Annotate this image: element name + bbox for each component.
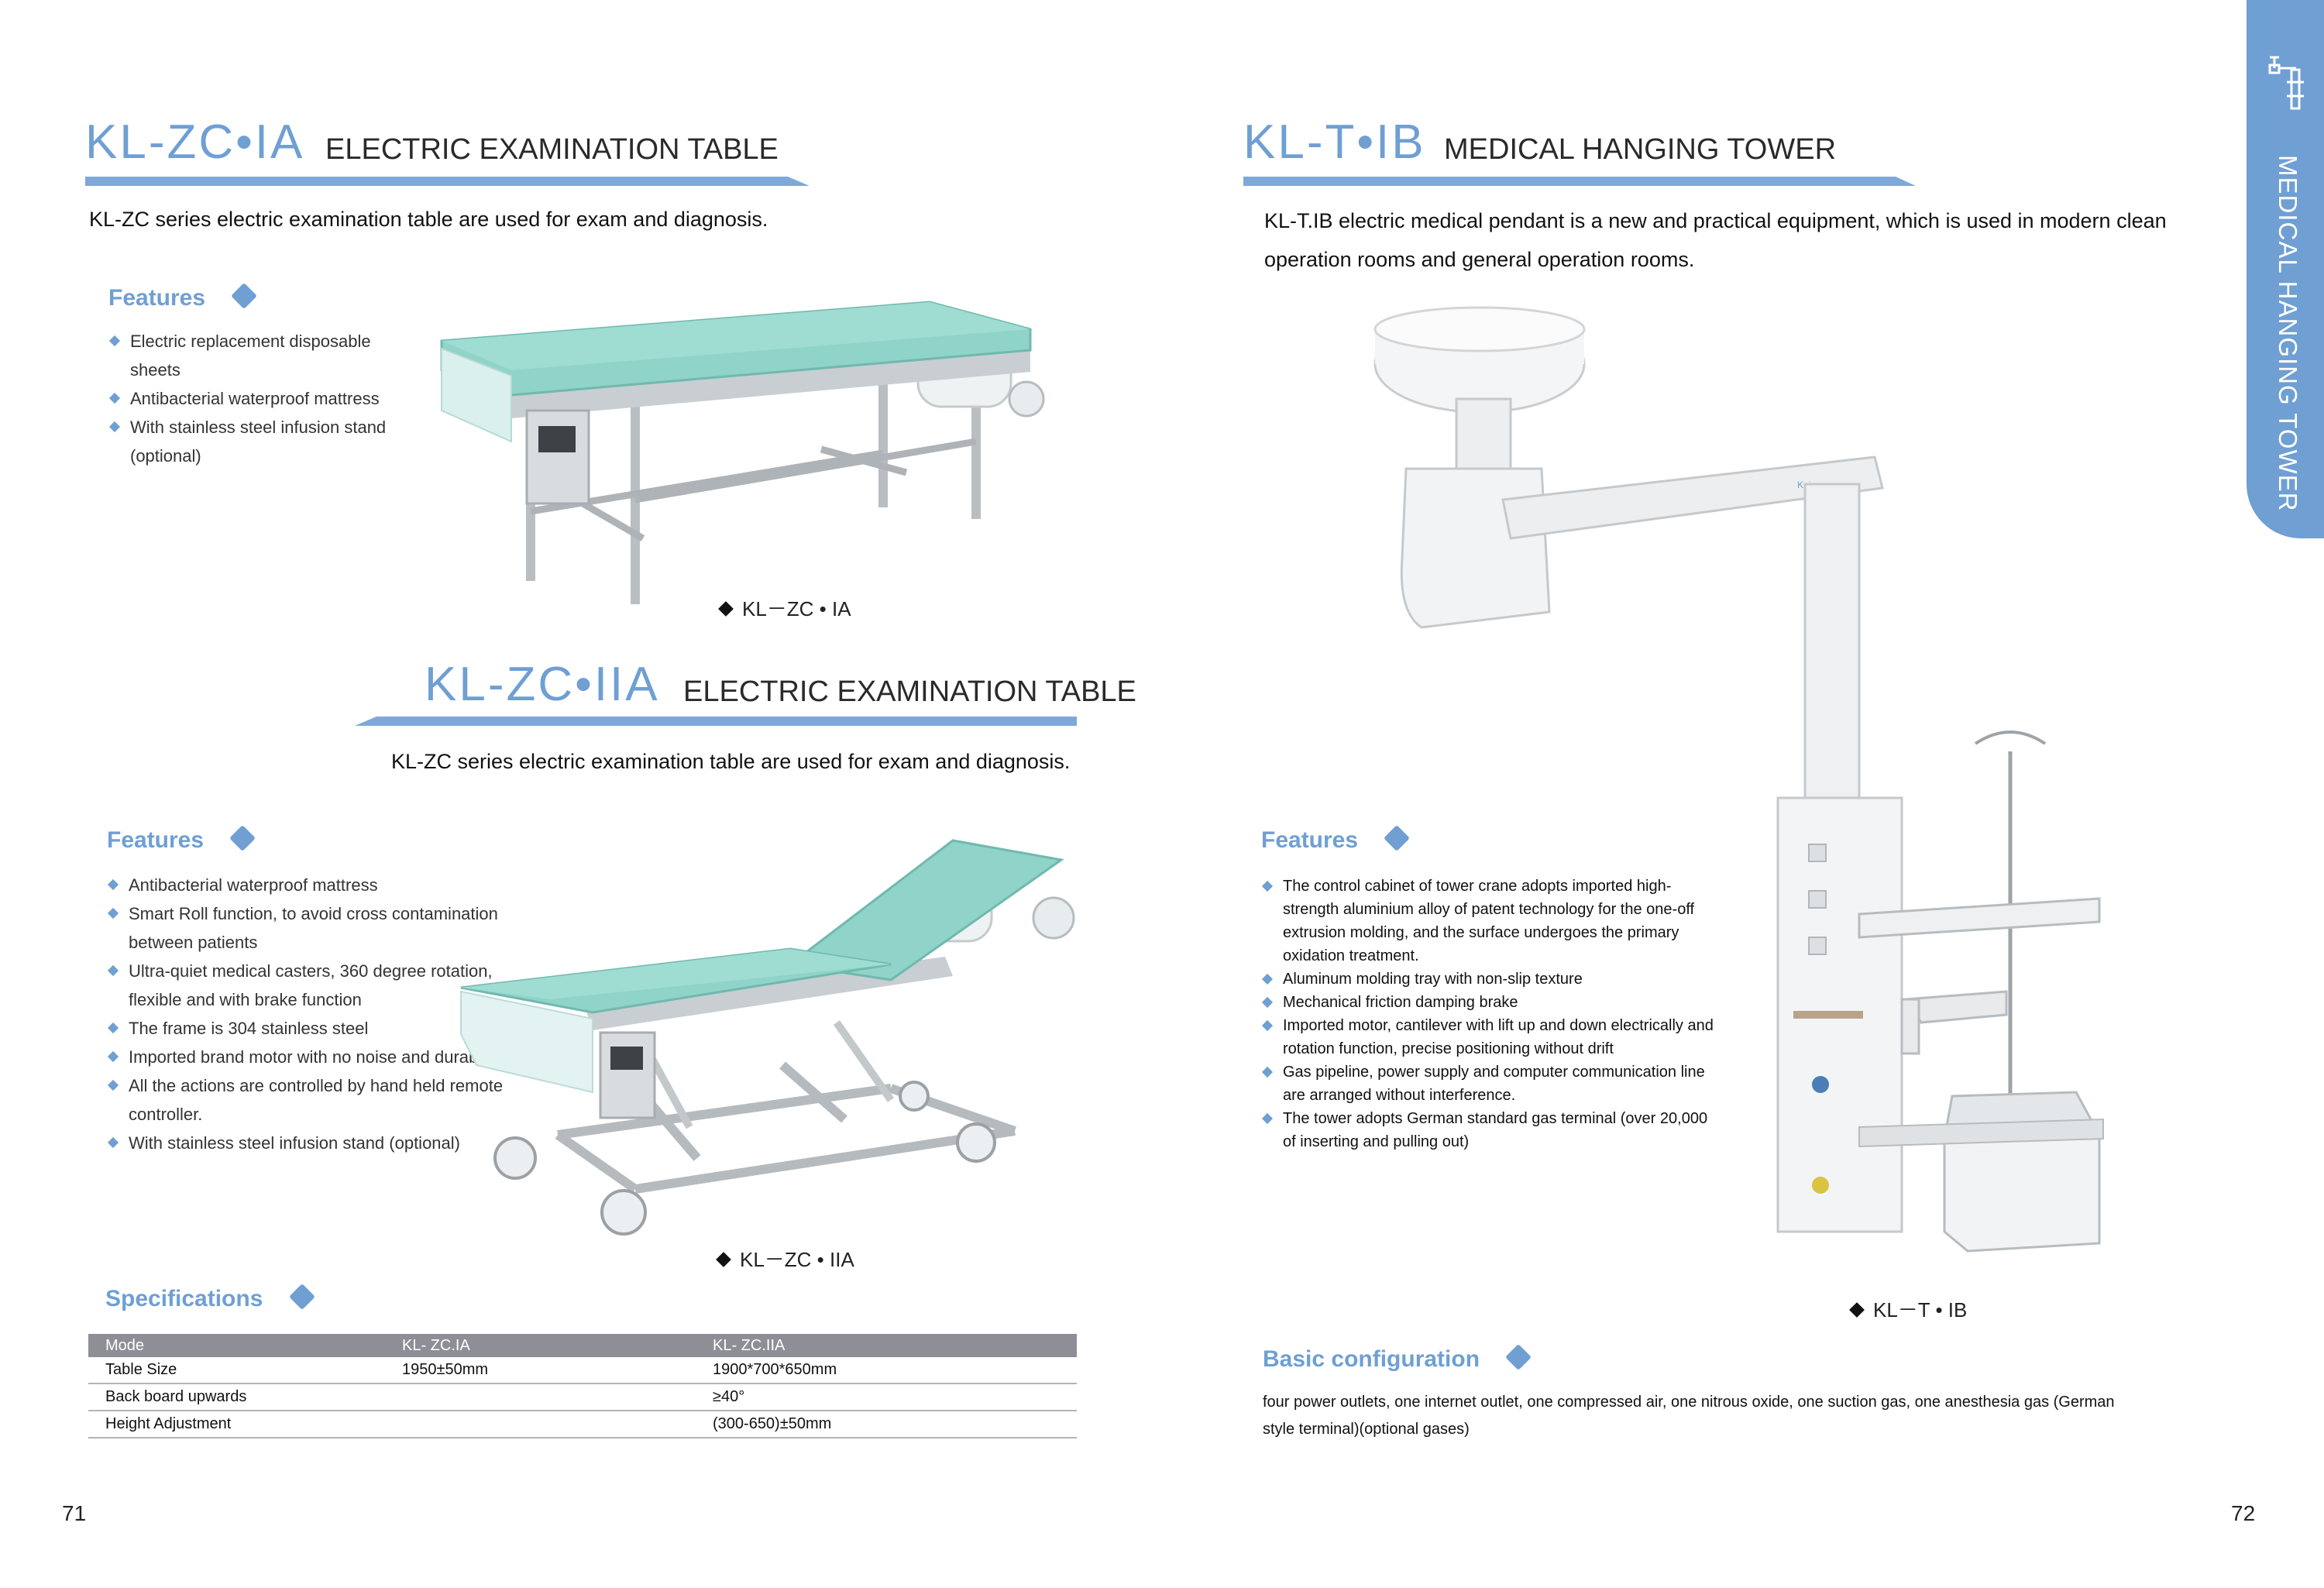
features-heading-label: Features	[108, 285, 206, 311]
caption-label: KL－ZC • IIA	[740, 1248, 854, 1271]
list-item: Ultra-quiet medical casters, 360 degree …	[107, 957, 525, 1014]
subtitle-t-ib: MEDICAL HANGING TOWER	[1444, 133, 1837, 166]
list-item: Antibacterial waterproof mattress	[108, 384, 403, 413]
table-cell: (300-650)±50mm	[696, 1411, 1077, 1438]
diamond-icon	[231, 283, 258, 309]
model-title-t-ib: KL-T•IB	[1243, 115, 1426, 169]
features-heading: Features	[107, 825, 256, 854]
table-row: Table Size 1950±50mm 1900*700*650mm	[88, 1357, 1077, 1384]
caption-label: KL－ZC • IA	[742, 597, 851, 620]
diamond-bullet-icon	[718, 601, 734, 617]
list-item: With stainless steel infusion stand (opt…	[108, 413, 403, 470]
caption-t-ib: KL－T • IB	[1849, 1294, 1968, 1323]
diamond-bullet-icon	[716, 1252, 731, 1267]
diamond-icon	[229, 825, 256, 851]
title-underline	[85, 177, 810, 186]
list-item: Smart Roll function, to avoid cross cont…	[107, 899, 525, 957]
basic-configuration-heading: Basic configuration	[1263, 1344, 1532, 1373]
table-cell: Table Size	[88, 1357, 385, 1384]
title-underline	[355, 717, 1077, 726]
table-cell: 1900*700*650mm	[696, 1357, 1077, 1384]
features-list-zc-iia: Antibacterial waterproof mattress Smart …	[107, 871, 525, 1157]
title-underline	[1243, 177, 1916, 186]
page-number-right: 72	[2231, 1501, 2256, 1525]
table-cell	[385, 1411, 696, 1438]
list-item: All the actions are controlled by hand h…	[107, 1071, 525, 1129]
caption-zc-ia: KL－ZC • IA	[718, 593, 851, 622]
table-cell	[385, 1383, 696, 1411]
table-cell: ≥40°	[696, 1383, 1077, 1411]
list-item: Aluminum molding tray with non-slip text…	[1261, 968, 1718, 991]
product-image-t-ib: Kaiyang	[1373, 306, 2104, 1253]
table-cell: 1950±50mm	[385, 1357, 696, 1384]
list-item: The frame is 304 stainless steel	[107, 1014, 525, 1043]
intro-zc-iia: KL-ZC series electric examination table …	[391, 750, 1071, 773]
hanging-tower-icon	[2268, 56, 2304, 110]
features-list-t-ib: The control cabinet of tower crane adopt…	[1261, 875, 1718, 1153]
page-number-left: 71	[62, 1501, 87, 1525]
model-title-zc-iia: KL-ZC•IIA	[425, 658, 660, 711]
side-section-tab: MEDICAL HANGING TOWER	[2247, 0, 2324, 538]
table-header-row: Mode KL- ZC.IA KL- ZC.IIA	[88, 1334, 1077, 1357]
subtitle-zc-iia: ELECTRIC EXAMINATION TABLE	[683, 675, 1136, 708]
table-cell: Back board upwards	[88, 1383, 385, 1411]
table-row: Height Adjustment (300-650)±50mm	[88, 1411, 1077, 1438]
side-tab-label: MEDICAL HANGING TOWER	[2274, 155, 2302, 512]
diamond-icon	[1384, 825, 1411, 851]
features-heading: Features	[108, 283, 258, 311]
specifications-table: Mode KL- ZC.IA KL- ZC.IIA Table Size 195…	[88, 1334, 1077, 1438]
table-row: Back board upwards ≥40°	[88, 1383, 1077, 1411]
diamond-icon	[1505, 1344, 1532, 1370]
diamond-bullet-icon	[1849, 1302, 1865, 1318]
list-item: Gas pipeline, power supply and computer …	[1261, 1060, 1718, 1107]
list-item: Mechanical friction damping brake	[1261, 991, 1718, 1014]
list-item: Imported motor, cantilever with lift up …	[1261, 1014, 1718, 1060]
product-image-zc-iia	[460, 839, 1075, 1236]
model-title-zc-ia: KL-ZC•IA	[85, 115, 305, 169]
specifications-heading-label: Specifications	[105, 1286, 263, 1311]
intro-t-ib: KL-T.IB electric medical pendant is a ne…	[1264, 209, 2167, 271]
column-header: KL- ZC.IIA	[696, 1334, 1077, 1357]
list-item: Imported brand motor with no noise and d…	[107, 1043, 525, 1071]
features-list-zc-ia: Electric replacement disposable sheets A…	[108, 327, 403, 470]
table-cell: Height Adjustment	[88, 1411, 385, 1438]
intro-zc-ia: KL-ZC series electric examination table …	[89, 208, 768, 231]
list-item: The tower adopts German standard gas ter…	[1261, 1107, 1718, 1153]
list-item: Electric replacement disposable sheets	[108, 327, 403, 384]
list-item: With stainless steel infusion stand (opt…	[107, 1129, 525, 1157]
features-heading: Features	[1261, 825, 1411, 854]
list-item: The control cabinet of tower crane adopt…	[1261, 875, 1718, 968]
list-item: Antibacterial waterproof mattress	[107, 871, 525, 899]
caption-label: KL－T • IB	[1873, 1298, 1968, 1322]
features-heading-label: Features	[107, 827, 205, 853]
specifications-heading: Specifications	[105, 1284, 315, 1312]
subtitle-zc-ia: ELECTRIC EXAMINATION TABLE	[325, 133, 779, 166]
product-image-zc-ia	[440, 301, 1045, 604]
basic-configuration-text: four power outlets, one internet outlet,…	[1263, 1394, 2115, 1438]
diamond-icon	[288, 1284, 315, 1310]
features-heading-label: Features	[1261, 827, 1359, 853]
column-header: KL- ZC.IA	[385, 1334, 696, 1357]
basic-configuration-heading-label: Basic configuration	[1263, 1346, 1480, 1372]
caption-zc-iia: KL－ZC • IIA	[716, 1244, 854, 1273]
column-header: Mode	[88, 1334, 385, 1357]
